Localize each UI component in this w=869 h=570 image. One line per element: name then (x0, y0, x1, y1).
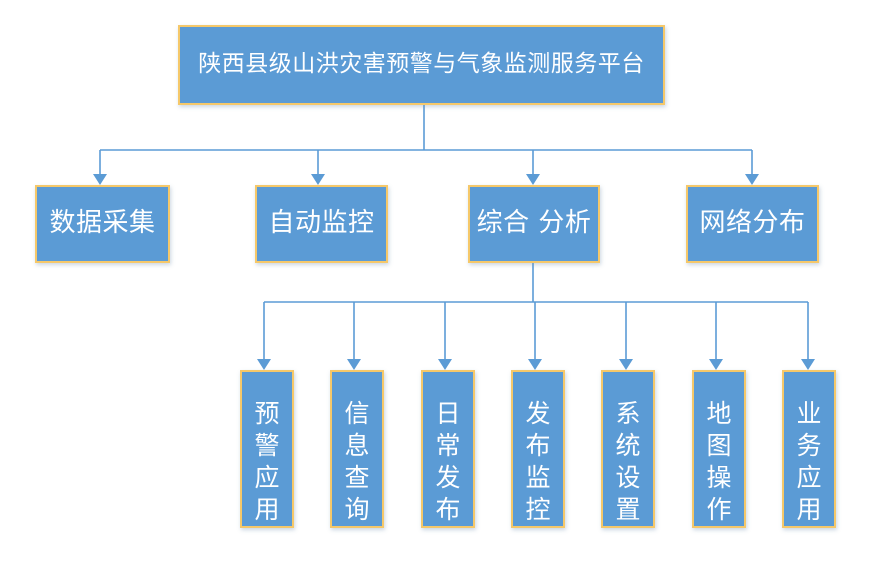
node-information-query-label: 信息查询 (344, 399, 371, 524)
arrowhead-level2-4 (745, 174, 759, 185)
arrowhead-level3-3 (438, 359, 452, 370)
node-system-settings-label: 系统设置 (615, 399, 642, 524)
arrowhead-level3-7 (801, 359, 815, 370)
arrowhead-level2-2 (311, 174, 325, 185)
node-network-distribution-label: 网络分布 (699, 208, 806, 239)
node-auto-monitoring[interactable]: 自动监控 (255, 185, 388, 263)
node-release-monitoring-label: 发布监控 (525, 399, 552, 524)
node-warning-application[interactable]: 预警应用 (240, 370, 294, 528)
arrowhead-level2-1 (93, 174, 107, 185)
node-auto-monitoring-label: 自动监控 (268, 208, 375, 239)
arrowhead-level3-6 (709, 359, 723, 370)
node-business-application[interactable]: 业务应用 (782, 370, 836, 528)
node-data-collection[interactable]: 数据采集 (35, 185, 170, 263)
arrowhead-level3-5 (619, 359, 633, 370)
node-daily-release[interactable]: 日常发布 (421, 370, 475, 528)
node-warning-application-label: 预警应用 (254, 399, 281, 524)
node-network-distribution[interactable]: 网络分布 (686, 185, 819, 263)
arrowhead-level2-3 (526, 174, 540, 185)
node-comprehensive-analysis-label: 综合 分析 (476, 208, 592, 239)
node-comprehensive-analysis[interactable]: 综合 分析 (468, 185, 600, 263)
arrowhead-level3-4 (528, 359, 542, 370)
node-data-collection-label: 数据采集 (49, 208, 156, 239)
node-daily-release-label: 日常发布 (435, 399, 462, 524)
arrowhead-level3-2 (347, 359, 361, 370)
node-business-application-label: 业务应用 (796, 399, 823, 524)
node-information-query[interactable]: 信息查询 (330, 370, 384, 528)
node-map-operation-label: 地图操作 (706, 399, 733, 524)
node-release-monitoring[interactable]: 发布监控 (511, 370, 565, 528)
node-map-operation[interactable]: 地图操作 (692, 370, 746, 528)
arrowhead-level3-1 (257, 359, 271, 370)
node-root-label: 陕西县级山洪灾害预警与气象监测服务平台 (198, 51, 645, 78)
node-system-settings[interactable]: 系统设置 (601, 370, 655, 528)
node-root[interactable]: 陕西县级山洪灾害预警与气象监测服务平台 (178, 25, 665, 105)
